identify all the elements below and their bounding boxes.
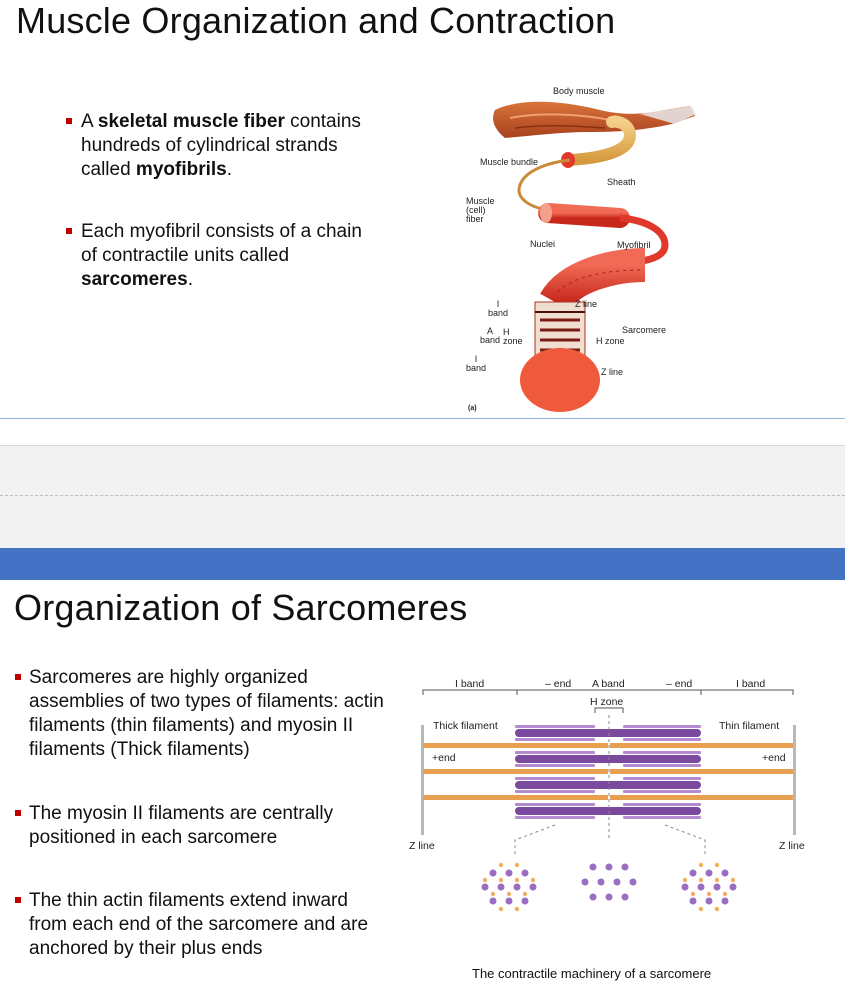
dashed-divider — [0, 495, 845, 496]
label-muscle-fiber: Muscle (cell) fiber — [466, 197, 495, 224]
slide1-bottom-border — [0, 418, 845, 419]
slide1-bullet-2: Each myofibril consists of a chain of co… — [66, 220, 376, 292]
band-brackets — [422, 689, 794, 713]
arm-illustration — [493, 101, 696, 138]
text: band — [488, 308, 509, 318]
text: . — [226, 159, 233, 180]
label-plus-end-right: +end — [762, 752, 786, 764]
text: Sarcomeres are highly organized assembli… — [29, 667, 384, 760]
label-h-zone: H zone — [590, 696, 624, 708]
cross-section-right — [681, 862, 737, 912]
slide2-header-band — [0, 548, 845, 580]
cross-section-middle — [581, 863, 637, 901]
slide2-bullet-2: The myosin II filaments are centrally po… — [15, 802, 385, 850]
text: . — [187, 269, 193, 290]
bold-term: myofibrils — [135, 159, 227, 180]
z-line-right-bar — [793, 725, 796, 835]
myofibril-zoom — [540, 248, 646, 312]
label-i-band-bottom: I band — [466, 355, 486, 373]
label-sheath: Sheath — [607, 177, 636, 187]
label-thick-filament: Thick filament — [433, 720, 498, 732]
bullet-marker — [66, 118, 72, 124]
bold-term: skeletal muscle fiber — [97, 111, 285, 132]
text: I — [474, 354, 478, 364]
text: (cell) — [466, 205, 486, 215]
muscle-organization-figure — [493, 101, 696, 412]
myosin-filaments — [515, 725, 701, 819]
text: zone — [503, 336, 523, 346]
slide-gap — [0, 445, 845, 549]
slide2-bullet-3: The thin actin filaments extend inward f… — [15, 889, 390, 961]
text: The myosin II filaments are centrally po… — [29, 803, 334, 848]
fiber-end-cross-section — [520, 348, 600, 412]
label-i-band-right: I band — [736, 678, 766, 690]
muscle-bundle — [564, 115, 637, 166]
bullet-marker — [15, 897, 21, 903]
label-muscle-bundle: Muscle bundle — [480, 157, 539, 167]
text: I — [496, 299, 500, 309]
label-nuclei: Nuclei — [530, 239, 556, 249]
label-a-band: A band — [480, 327, 500, 345]
slide1-title: Muscle Organization and Contraction — [16, 0, 616, 41]
bullet-marker — [15, 810, 21, 816]
text: band — [480, 335, 501, 345]
label-plus-end-left: +end — [432, 752, 456, 764]
text: The thin actin filaments extend inward f… — [29, 890, 369, 959]
label-minus-end-right: – end — [666, 678, 693, 690]
label-a-band: A band — [592, 678, 625, 690]
slide1-bullet-1: A skeletal muscle fiber contains hundred… — [66, 110, 366, 182]
bold-term: sarcomeres — [81, 269, 188, 290]
bullet-marker — [15, 674, 21, 680]
text: H — [503, 327, 510, 337]
label-z-line-bottom: Z line — [601, 367, 624, 377]
cross-section-left — [481, 862, 537, 912]
slide2-title: Organization of Sarcomeres — [14, 587, 468, 628]
text: fiber — [466, 214, 484, 224]
label-h-zone-left: H zone — [503, 328, 523, 346]
text: A — [487, 326, 494, 336]
bullet-marker — [66, 228, 72, 234]
muscle-fiber — [538, 203, 630, 228]
text: A — [81, 111, 98, 132]
text: Muscle — [466, 196, 495, 206]
label-thin-filament: Thin filament — [719, 720, 780, 732]
text: band — [466, 363, 487, 373]
label-z-line-left: Z line — [409, 840, 435, 852]
sheath-strand — [517, 158, 571, 212]
text: Each myofibril consists of a chain of co… — [81, 221, 362, 266]
text: contains hundreds of cylindrical strands… — [81, 111, 361, 180]
label-minus-end-left: – end — [545, 678, 572, 690]
label-z-line-top: Z line — [575, 299, 598, 309]
figure-caption: The contractile machinery of a sarcomere — [472, 966, 712, 981]
label-body-muscle: Body muscle — [553, 86, 605, 96]
z-line-left-bar — [421, 725, 424, 835]
label-i-band-left: I band — [455, 678, 485, 690]
label-z-line-right: Z line — [779, 840, 805, 852]
label-myofibril: Myofibril — [617, 240, 651, 250]
label-i-band-top: I band — [488, 300, 508, 318]
label-h-zone-right: H zone — [596, 336, 625, 346]
slide2-bullet-1: Sarcomeres are highly organized assembli… — [15, 666, 385, 762]
cross-section-leaders — [514, 824, 706, 855]
label-sarcomere: Sarcomere — [622, 325, 667, 335]
label-panel-a: (a) — [468, 405, 477, 412]
actin-filaments — [423, 743, 793, 800]
sarcomere-figure — [421, 689, 796, 912]
